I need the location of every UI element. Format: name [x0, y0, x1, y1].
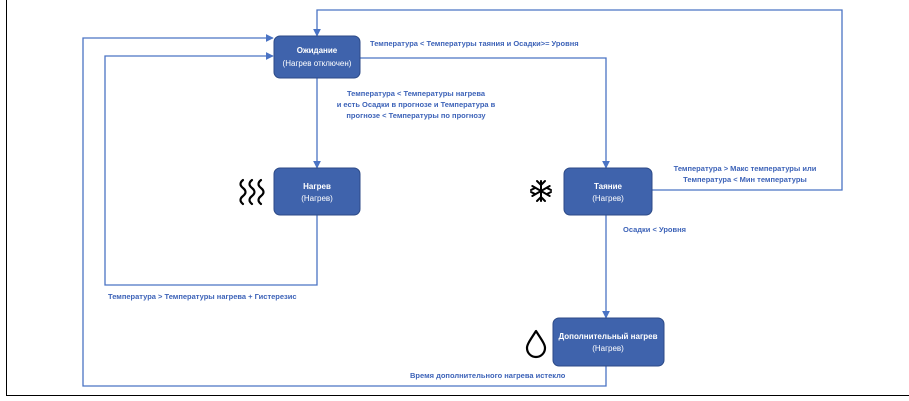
state-waiting-subtitle: (Нагрев отключен): [283, 59, 352, 68]
state-extra-heating-title: Дополнительный нагрев: [558, 332, 657, 341]
state-heating-title: Нагрев: [303, 182, 331, 191]
heat-waves-icon: [239, 178, 265, 206]
edge-heating-to-waiting: [104, 52, 318, 286]
edge-extra-to-waiting: [82, 34, 607, 387]
snowflake-icon: [530, 180, 552, 202]
state-thawing-subtitle: (Нагрев): [592, 194, 624, 203]
label-waiting-to-heating-3: прогнозе < Температуры по прогнозу: [346, 111, 486, 120]
label-thawing-to-waiting-2: Температура < Мин температуры: [683, 175, 807, 184]
state-waiting: Ожидание (Нагрев отключен): [273, 35, 361, 79]
edge-waiting-to-thawing: [360, 57, 610, 169]
state-extra-heating: Дополнительный нагрев (Нагрев): [552, 317, 665, 367]
label-waiting-to-heating-1: Температура < Температуры нагрева: [347, 89, 486, 98]
label-extra-to-waiting: Время дополнительного нагрева истекло: [410, 371, 566, 380]
state-thawing: Таяние (Нагрев): [563, 167, 653, 216]
state-heating: Нагрев (Нагрев): [273, 167, 361, 216]
page-border-bottom: [6, 395, 909, 396]
label-thawing-to-extra: Осадки < Уровня: [623, 225, 686, 234]
state-heating-subtitle: (Нагрев): [301, 194, 333, 203]
label-thawing-to-waiting-1: Температура > Макс температуры или: [674, 164, 817, 173]
state-waiting-title: Ожидание: [297, 46, 338, 55]
state-extra-heating-subtitle: (Нагрев): [592, 344, 624, 353]
label-waiting-to-thawing: Температура < Температуры таяния и Осадк…: [370, 39, 579, 48]
label-heating-to-waiting: Температура > Температуры нагрева + Гист…: [108, 292, 297, 301]
page-border-left: [6, 0, 7, 396]
label-waiting-to-heating-2: и есть Осадки в прогнозе и Температура в: [337, 100, 496, 109]
state-thawing-title: Таяние: [594, 182, 623, 191]
edge-thawing-to-waiting: [313, 9, 843, 191]
droplet-icon: [525, 329, 547, 359]
